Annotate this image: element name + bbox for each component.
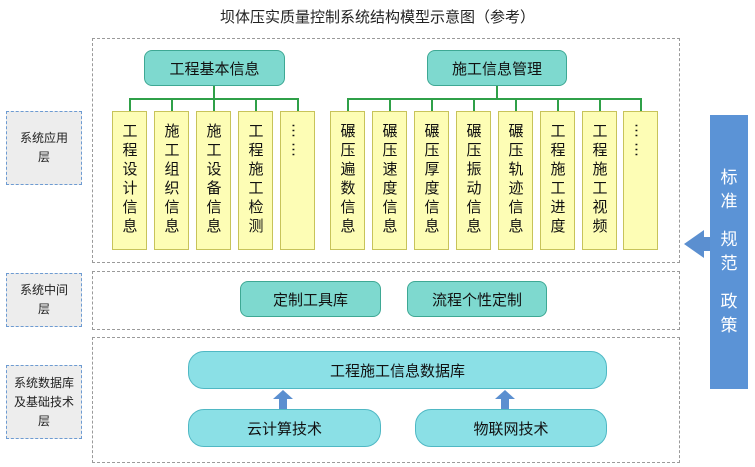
database-pill: 工程施工信息数据库 xyxy=(188,351,607,389)
tech-cloud-computing: 云计算技术 xyxy=(188,409,381,447)
connector-trunk-group1 xyxy=(213,86,215,99)
standards-char: 政 xyxy=(720,292,738,312)
connector-drop xyxy=(599,98,601,111)
middle-layer-region xyxy=(92,271,680,330)
layer-label-data: 系统数据库及基础技术层 xyxy=(6,365,82,439)
tech-iot: 物联网技术 xyxy=(415,409,607,447)
connector-bar-group2 xyxy=(347,98,642,100)
connector-drop xyxy=(297,98,299,111)
connector-trunk-group2 xyxy=(496,86,498,99)
left-arrow-shaft xyxy=(702,237,710,251)
item-construction-video: 工程施工视频 xyxy=(582,111,617,250)
item-rolling-track: 碾压轨迹信息 xyxy=(498,111,533,250)
item-construction-inspection: 工程施工检测 xyxy=(238,111,273,250)
layer-label-app-text: 系统应用层 xyxy=(20,131,69,164)
item-equipment-info: 施工设备信息 xyxy=(196,111,231,250)
connector-drop xyxy=(255,98,257,111)
up-arrow-shaft xyxy=(279,399,287,409)
item-rolling-thickness: 碾压厚度信息 xyxy=(414,111,449,250)
item-label: 工程施工进度 xyxy=(548,123,567,237)
item-label: 碾压轨迹信息 xyxy=(506,123,525,237)
item-label: …… xyxy=(288,123,307,161)
connector-drop xyxy=(515,98,517,111)
standards-char: 范 xyxy=(720,254,738,274)
connector-drop xyxy=(473,98,475,111)
standards-char: 规 xyxy=(720,230,738,250)
layer-label-data-text: 系统数据库及基础技术层 xyxy=(14,375,75,428)
data-layer-region xyxy=(92,337,680,463)
connector-drop xyxy=(640,98,642,111)
tool-process-customization: 流程个性定制 xyxy=(407,281,547,317)
up-arrow-head xyxy=(495,390,515,399)
layer-label-middle-text: 系统中间层 xyxy=(20,283,69,316)
item-label: 施工组织信息 xyxy=(162,123,181,237)
item-label: …… xyxy=(631,123,650,161)
item-rolling-speed: 碾压速度信息 xyxy=(372,111,407,250)
connector-drop xyxy=(213,98,215,111)
item-label: 施工设备信息 xyxy=(204,123,223,237)
connector-drop xyxy=(557,98,559,111)
connector-drop xyxy=(347,98,349,111)
connector-drop xyxy=(431,98,433,111)
tool-custom-library: 定制工具库 xyxy=(240,281,381,317)
item-label: 碾压振动信息 xyxy=(464,123,483,237)
connector-drop xyxy=(389,98,391,111)
item-label: 工程施工检测 xyxy=(246,123,265,237)
diagram-title: 坝体压实质量控制系统结构模型示意图（参考） xyxy=(219,8,535,26)
item-label: 碾压速度信息 xyxy=(380,123,399,237)
connector-drop xyxy=(129,98,131,111)
left-arrow-icon xyxy=(684,230,704,258)
standards-char: 标 xyxy=(720,168,738,188)
item-rolling-vibration: 碾压振动信息 xyxy=(456,111,491,250)
item-label: 工程设计信息 xyxy=(120,123,139,237)
up-arrow-shaft xyxy=(501,399,509,409)
layer-label-middle: 系统中间层 xyxy=(6,273,82,327)
item-label: 工程施工视频 xyxy=(590,123,609,237)
item-organization-info: 施工组织信息 xyxy=(154,111,189,250)
group-header-construction-management: 施工信息管理 xyxy=(427,50,567,86)
item-rolling-passes: 碾压遍数信息 xyxy=(330,111,365,250)
up-arrow-head xyxy=(273,390,293,399)
item-construction-progress: 工程施工进度 xyxy=(540,111,575,250)
standards-char: 策 xyxy=(720,316,738,336)
item-label: 碾压厚度信息 xyxy=(422,123,441,237)
item-label: 碾压遍数信息 xyxy=(338,123,357,237)
layer-label-app: 系统应用层 xyxy=(6,111,82,185)
connector-drop xyxy=(171,98,173,111)
app-layer-region xyxy=(92,38,680,263)
item-more-group2: …… xyxy=(623,111,658,250)
standards-char: 准 xyxy=(720,192,738,212)
standards-policy-bar: 标 准 规 范 政 策 xyxy=(710,115,748,389)
item-design-info: 工程设计信息 xyxy=(112,111,147,250)
group-header-project-info: 工程基本信息 xyxy=(144,50,285,86)
item-more-group1: …… xyxy=(280,111,315,250)
